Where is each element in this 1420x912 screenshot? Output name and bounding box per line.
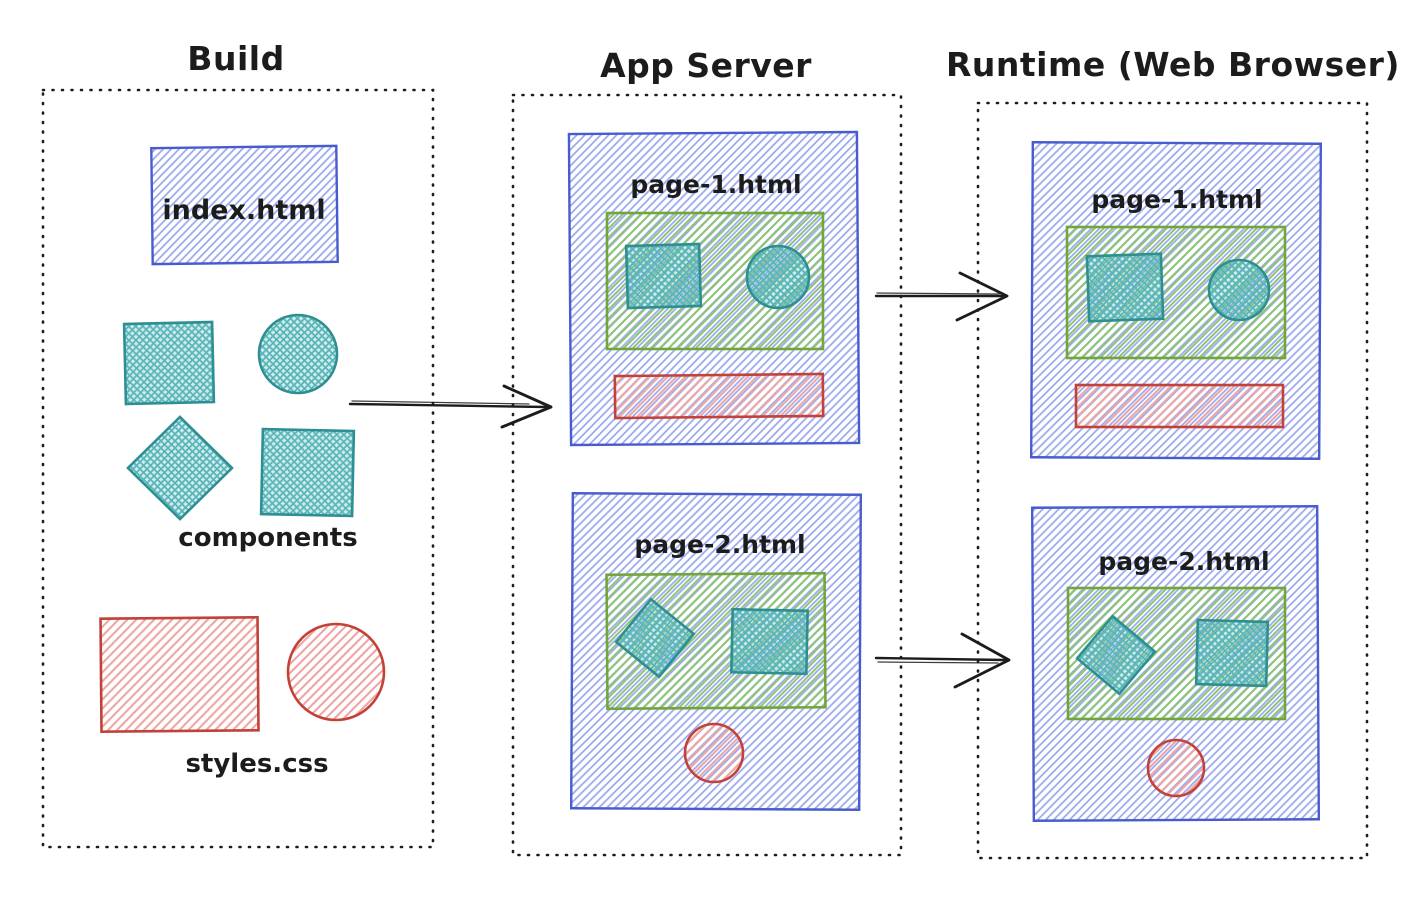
index-html-artifact: index.html (150, 144, 339, 266)
build-section-title: Build (187, 39, 284, 78)
runtime-section: Runtime (Web Browser) page-1.html page-2… (946, 45, 1400, 860)
styles-css-artifacts: styles.css (99, 616, 386, 779)
components-artifacts: components (122, 313, 358, 553)
component-square2-icon (259, 427, 356, 518)
appserver-page2-label: page-2.html (634, 530, 805, 559)
styles-circle-icon (286, 622, 386, 722)
runtime-page2-label: page-2.html (1098, 547, 1269, 576)
appserver-page1-square-icon (624, 242, 703, 310)
appserver-page2-square-icon (730, 607, 809, 676)
runtime-page1-label: page-1.html (1091, 185, 1262, 214)
arrow-shaft (348, 402, 549, 409)
runtime-page2-card: page-2.html (1030, 505, 1321, 822)
runtime-section-border (976, 101, 1369, 860)
styles-css-label: styles.css (185, 749, 328, 779)
arrow-appserver-to-runtime-top (874, 271, 1009, 322)
appserver-page2-style-circle (683, 722, 745, 784)
runtime-page1-card: page-1.html (1029, 141, 1323, 460)
arrow-shaft-overdraw (351, 400, 530, 405)
appserver-page2-diamond-icon (614, 597, 696, 679)
arrow-shaft-overdraw (877, 661, 999, 664)
arrow-shaft-overdraw (876, 292, 1000, 295)
build-section-border (41, 88, 435, 849)
component-square-icon (122, 320, 216, 406)
appserver-page1-circle-icon (745, 244, 811, 310)
runtime-page1-style-bar (1074, 383, 1285, 429)
appserver-section-title: App Server (600, 46, 812, 85)
runtime-page2-diamond-icon (1075, 614, 1157, 696)
appserver-section: App Server page-1.html page-2.html (511, 46, 903, 857)
components-label: components (178, 523, 357, 553)
styles-rect-icon (99, 616, 260, 733)
build-section: Build index.html components styles.css (41, 39, 435, 849)
component-circle-icon (257, 313, 339, 395)
appserver-page1-card: page-1.html (567, 130, 861, 447)
runtime-page2-square-icon (1194, 618, 1270, 688)
arrow-head-icon (955, 271, 1009, 322)
appserver-page1-label: page-1.html (630, 170, 801, 199)
arrow-appserver-to-runtime-bottom (874, 632, 1011, 689)
runtime-page2-style-circle (1146, 738, 1206, 798)
index-html-label: index.html (162, 195, 325, 226)
index-html-rect (150, 144, 339, 266)
appserver-page1-style-bar (613, 372, 825, 420)
runtime-page1-circle-icon (1207, 258, 1271, 322)
arrow-shaft (874, 656, 1007, 662)
arrow-build-to-appserver (348, 384, 553, 429)
component-diamond-icon (126, 415, 234, 521)
arrow-head-icon (500, 384, 553, 429)
runtime-page1-square-icon (1085, 252, 1165, 323)
appserver-page2-card: page-2.html (569, 492, 863, 811)
runtime-section-title: Runtime (Web Browser) (946, 45, 1400, 84)
